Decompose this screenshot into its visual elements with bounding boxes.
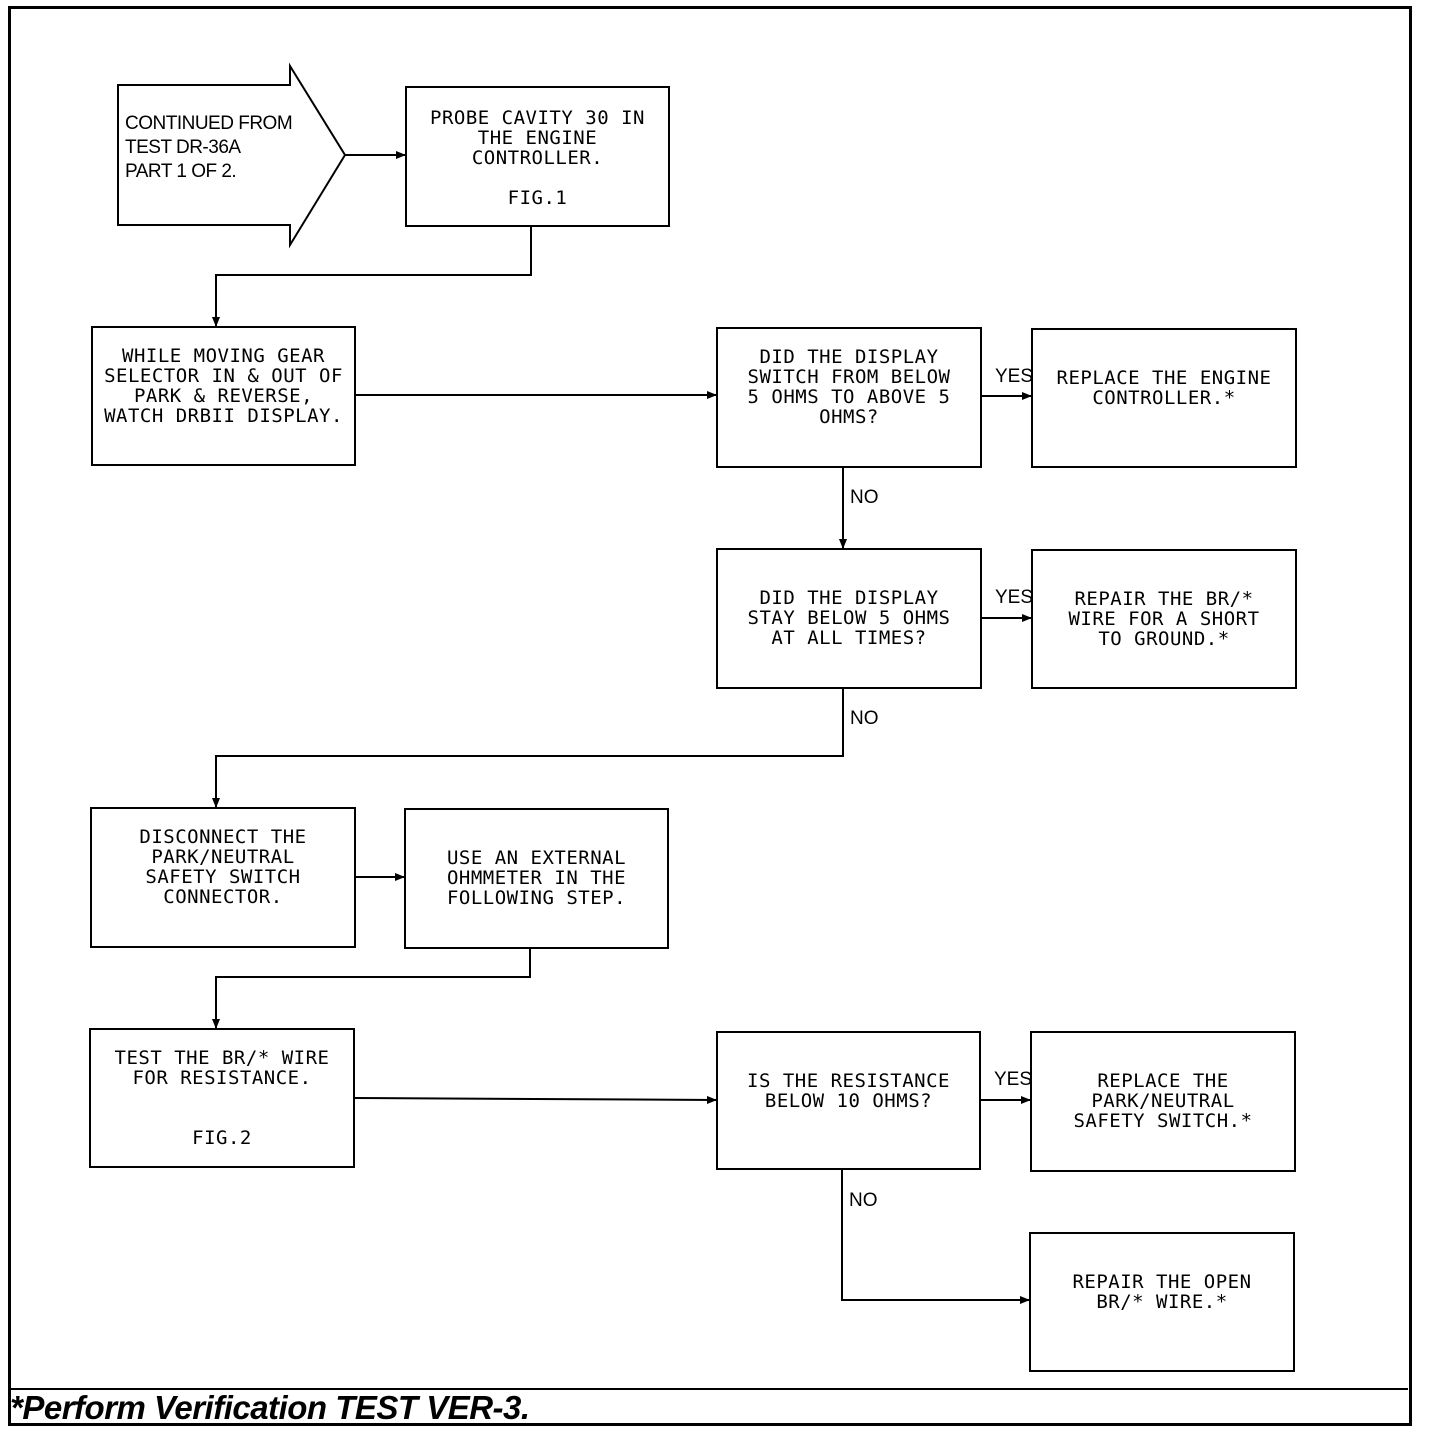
start-line: TEST DR-36A — [125, 137, 241, 158]
yes-label: YES — [995, 366, 1034, 387]
no-label: NO — [850, 708, 879, 729]
box-line: SWITCH FROM BELOW — [747, 366, 951, 388]
box-line: CONTROLLER. — [471, 147, 604, 169]
box-line: REPAIR THE OPEN — [1072, 1271, 1252, 1293]
repair-open-box: REPAIR THE OPEN BR/* WIRE.* — [1029, 1232, 1295, 1372]
box-line: BELOW 10 OHMS? — [764, 1090, 933, 1112]
box-line: PARK/NEUTRAL — [151, 846, 295, 868]
box-line: SAFETY SWITCH.* — [1073, 1110, 1253, 1132]
box-line: STAY BELOW 5 OHMS — [747, 607, 951, 629]
replace-switch-box: REPLACE THE PARK/NEUTRAL SAFETY SWITCH.* — [1030, 1031, 1296, 1172]
box-line: CONTROLLER.* — [1092, 387, 1236, 409]
box-line: SAFETY SWITCH — [145, 866, 301, 888]
disconnect-connector-box: DISCONNECT THE PARK/NEUTRAL SAFETY SWITC… — [90, 807, 356, 948]
connector-ohmmeter-to-test — [212, 947, 531, 1029]
figure-reference: FIG.2 — [192, 1127, 252, 1149]
box-line: PROBE CAVITY 30 IN — [430, 107, 645, 129]
box-line: REPLACE THE ENGINE — [1056, 367, 1272, 389]
question-resistance-box: IS THE RESISTANCE BELOW 10 OHMS? — [716, 1031, 981, 1170]
repair-short-box: REPAIR THE BR/* WIRE FOR A SHORT TO GROU… — [1031, 549, 1297, 689]
box-line: TEST THE BR/* WIRE — [114, 1047, 330, 1069]
box-line: REPLACE THE — [1097, 1070, 1229, 1092]
footer-verification-note: *Perform Verification TEST VER-3. — [10, 1389, 530, 1426]
footer-divider — [8, 1388, 1408, 1390]
question-stay-below-box: DID THE DISPLAY STAY BELOW 5 OHMS AT ALL… — [716, 548, 982, 689]
start-line: PART 1 OF 2. — [125, 161, 237, 182]
box-line: PARK & REVERSE, — [133, 385, 314, 407]
box-line: CONNECTOR. — [163, 886, 283, 908]
gear-selector-box: WHILE MOVING GEAR SELECTOR IN & OUT OF P… — [91, 326, 356, 466]
box-line: BR/* WIRE.* — [1096, 1291, 1228, 1313]
box-line: THE ENGINE — [477, 127, 598, 149]
box-line: OHMS? — [819, 406, 879, 428]
no-label: NO — [849, 1190, 878, 1211]
box-line: PARK/NEUTRAL — [1091, 1090, 1235, 1112]
start-block-arrow — [117, 62, 347, 249]
box-line: WHILE MOVING GEAR — [122, 345, 325, 367]
no-label: NO — [850, 487, 879, 508]
yes-label: YES — [995, 587, 1034, 608]
box-line: FOR RESISTANCE. — [132, 1067, 312, 1089]
box-line: WIRE FOR A SHORT — [1068, 608, 1260, 630]
box-line: AT ALL TIMES? — [771, 627, 927, 649]
question-switch-box: DID THE DISPLAY SWITCH FROM BELOW 5 OHMS… — [716, 327, 982, 468]
box-line: USE AN EXTERNAL — [446, 847, 627, 869]
start-block-text: CONTINUED FROM TEST DR-36A PART 1 OF 2. — [125, 112, 310, 184]
yes-label: YES — [994, 1069, 1033, 1090]
page-frame — [8, 6, 1412, 1426]
figure-reference: FIG.1 — [507, 187, 568, 209]
box-line: TO GROUND.* — [1098, 628, 1230, 650]
connector-probe-to-gear — [212, 226, 532, 327]
connector-q2-no — [212, 688, 844, 808]
box-line: FOLLOWING STEP. — [446, 887, 627, 909]
connector-test-to-q3 — [353, 1095, 717, 1104]
replace-controller-box: REPLACE THE ENGINE CONTROLLER.* — [1031, 328, 1297, 468]
probe-cavity-box: PROBE CAVITY 30 IN THE ENGINE CONTROLLER… — [405, 86, 670, 227]
box-line: DID THE DISPLAY — [759, 587, 939, 609]
test-wire-box: TEST THE BR/* WIRE FOR RESISTANCE. FIG.2 — [89, 1028, 355, 1168]
box-line: SELECTOR IN & OUT OF — [104, 365, 343, 387]
use-ohmmeter-box: USE AN EXTERNAL OHMMETER IN THE FOLLOWIN… — [404, 808, 669, 949]
box-line: REPAIR THE BR/* — [1074, 588, 1254, 610]
box-line: DID THE DISPLAY — [759, 346, 939, 368]
box-line: IS THE RESISTANCE — [747, 1070, 950, 1092]
connector-q3-no — [841, 1169, 1030, 1304]
box-line: DISCONNECT THE — [139, 826, 307, 848]
box-line: 5 OHMS TO ABOVE 5 — [747, 386, 951, 408]
start-line: CONTINUED FROM — [125, 113, 293, 134]
box-line: OHMMETER IN THE — [446, 867, 627, 889]
box-line: WATCH DRBII DISPLAY. — [104, 405, 343, 427]
